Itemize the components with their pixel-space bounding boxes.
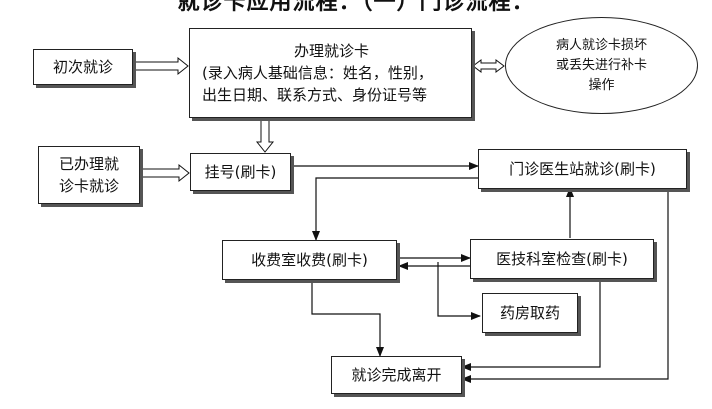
- cashier-label: 收费室收费(刷卡): [251, 251, 368, 269]
- has-card-line2: 诊卡就诊: [58, 177, 119, 195]
- card-damaged-line1: 病人就诊卡损坏: [555, 37, 647, 53]
- register-card-line3: 出生日期、联系方式、身份证号等: [202, 86, 428, 104]
- arrow-lab-to-complete: [461, 278, 601, 371]
- doctor-station-label: 门诊医生站就诊(刷卡): [509, 160, 656, 178]
- card-damaged-line2: 或丢失进行补卡: [555, 57, 647, 73]
- complete-box: 就诊完成离开: [331, 356, 462, 394]
- pharmacy-box: 药房取药: [482, 293, 578, 333]
- arrow-cashier-to-complete: [311, 279, 384, 357]
- arrow-has-card-to-registration: [139, 163, 190, 183]
- registration-box: 挂号(刷卡): [190, 153, 291, 191]
- doctor-station-box: 门诊医生站就诊(刷卡): [478, 149, 687, 189]
- arrow-first-visit-to-register: [133, 56, 189, 76]
- pharmacy-label: 药房取药: [499, 304, 560, 322]
- first-visit-box: 初次就诊: [33, 49, 133, 85]
- register-card-line2: (录入病人基础信息：姓名，性别，: [202, 64, 433, 82]
- register-card-box: 办理就诊卡 (录入病人基础信息：姓名，性别， 出生日期、联系方式、身份证号等: [189, 28, 472, 118]
- first-visit-label: 初次就诊: [52, 58, 113, 76]
- has-card-box: 已办理就 诊卡就诊: [38, 146, 140, 204]
- lab-exam-label: 医技科室检查(刷卡): [496, 250, 628, 268]
- lab-exam-box: 医技科室检查(刷卡): [470, 239, 654, 279]
- register-card-title: 办理就诊卡: [293, 42, 369, 60]
- arrow-register-to-registration: [255, 117, 275, 153]
- cashier-box: 收费室收费(刷卡): [222, 240, 397, 280]
- card-damaged-ellipse: 病人就诊卡损坏 或丢失进行补卡 操作: [505, 17, 698, 114]
- arrow-register-to-card-damaged: [472, 59, 505, 73]
- card-damaged-line3: 操作: [588, 77, 615, 93]
- registration-label: 挂号(刷卡): [204, 163, 277, 181]
- arrow-doctor-to-cashier: [312, 177, 478, 241]
- page-title: 就诊卡应用流程：（一）门诊流程：: [177, 0, 535, 15]
- has-card-line1: 已办理就: [58, 155, 119, 173]
- arrow-cashier-to-pharmacy: [437, 262, 481, 320]
- arrow-doctor-to-complete: [461, 188, 669, 383]
- complete-label: 就诊完成离开: [351, 366, 442, 384]
